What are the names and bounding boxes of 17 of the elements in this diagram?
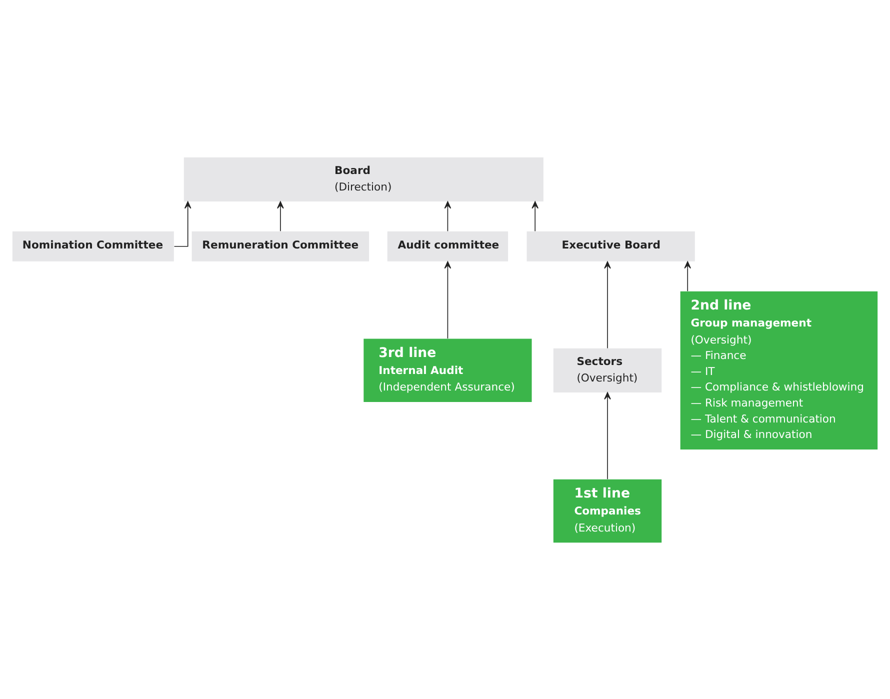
arrow xyxy=(444,260,452,338)
arrow xyxy=(532,200,538,232)
arrow xyxy=(684,260,692,292)
node-box: Audit committee xyxy=(387,230,508,261)
arrow xyxy=(174,200,192,246)
arrow xyxy=(604,260,611,348)
node-box: Executive Board xyxy=(526,230,695,261)
arrow xyxy=(604,392,611,480)
arrow xyxy=(444,200,452,232)
node-box: 3rd line Internal Audit (Independent Assurance) xyxy=(364,338,532,402)
node-box: 1st line Companies (Execution) xyxy=(553,478,662,542)
node-box: Board (Direction) xyxy=(184,156,544,201)
node-box: 2nd line Group management (Oversight) — Finance — IT — Compliance & whistleblowing — Risk management — Talent & communication — Digital & innovation xyxy=(680,290,878,449)
node-box: Sectors (Oversight) xyxy=(553,348,662,392)
node-box: Remuneration Committee xyxy=(192,230,370,261)
node-box: Nomination Committee xyxy=(12,230,174,261)
arrow xyxy=(277,200,284,232)
